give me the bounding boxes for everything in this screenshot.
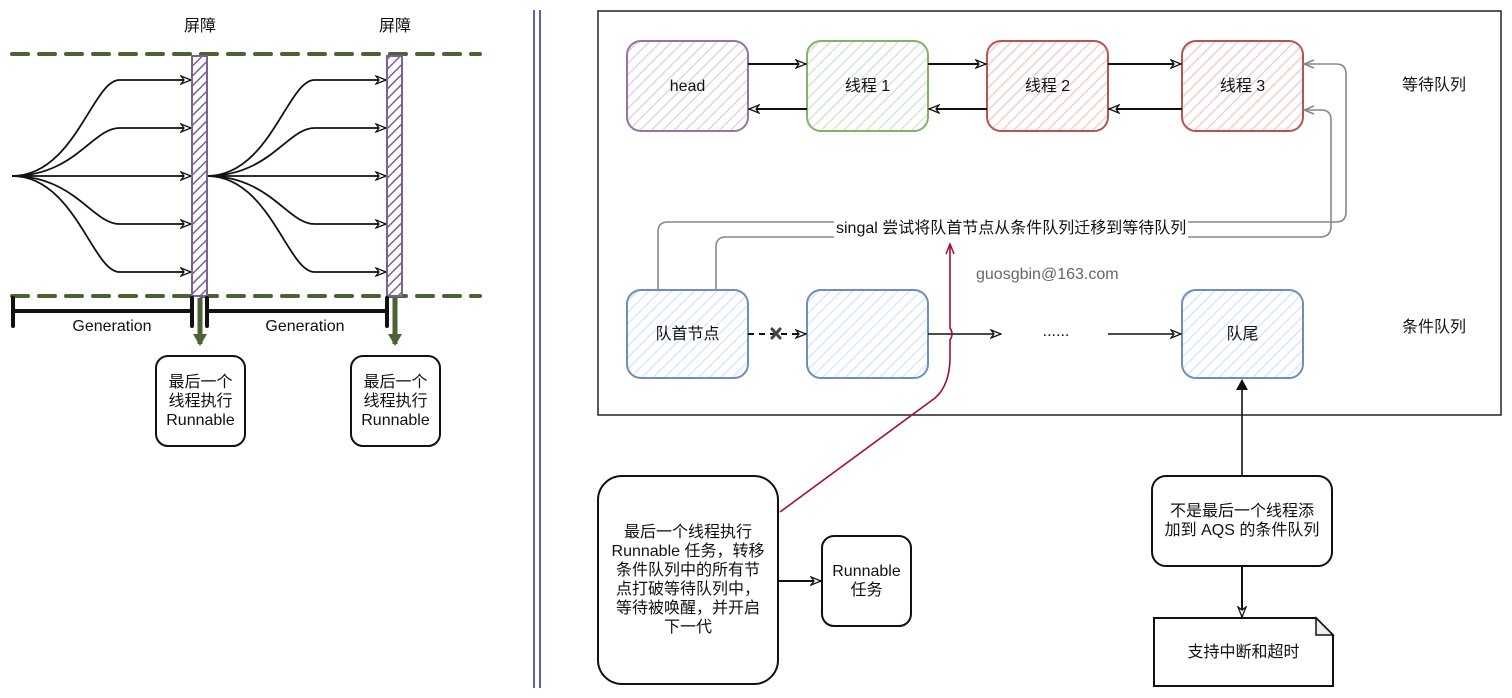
not-last-box: 不是最后一个线程添 加到 AQS 的条件队列 [1164, 503, 1320, 539]
wait-node-2: 线程 2 [1024, 77, 1071, 95]
thread-arrow-2-4 [206, 175, 386, 224]
thread-arrow-2-5 [206, 175, 386, 272]
watermark-email: guosgbin@163.com [976, 266, 1119, 283]
cond-node-tail-shape [1181, 289, 1304, 379]
signal-label: singal 尝试将队首节点从条件队列迁移到等待队列 [834, 219, 1189, 239]
wait-node-3-shape [1181, 40, 1304, 132]
note-fold-icon [1315, 616, 1335, 636]
generation-bracket-1 [11, 296, 194, 328]
generation-bracket-2 [205, 296, 389, 328]
action-box-2-shape [350, 355, 441, 447]
runnable-box-shape [821, 535, 912, 627]
last-thread-box: 最后一个线程执行 Runnable 任务，转移 条件队列中的所有节 点打破等待队… [611, 524, 765, 636]
wait-node-2-shape [986, 40, 1109, 132]
wait-node-head: head [669, 77, 706, 95]
generation-label-2: Generation [265, 318, 345, 335]
wait-node-1-shape [806, 40, 929, 132]
thread-fan-1 [11, 80, 191, 272]
red-link-to-signal [779, 244, 952, 513]
break-x-icon [770, 327, 782, 340]
action-box-1: 最后一个 线程执行 Runnable [166, 373, 235, 429]
thread-fan-2 [206, 80, 386, 272]
cond-node-2 [807, 290, 928, 378]
cond-node-tail: 队尾 [1226, 325, 1259, 343]
thread-arrow-1-2 [11, 128, 191, 177]
barrier-label-2: 屏障 [378, 18, 411, 35]
condition-queue-label: 条件队列 [1401, 319, 1466, 336]
action-box-1-shape [155, 355, 246, 447]
runnable-box: Runnable 任务 [832, 563, 901, 599]
wait-node-1: 线程 1 [844, 77, 891, 95]
thread-arrow-1-5 [11, 175, 191, 272]
signal-path-outer [657, 64, 1347, 290]
barrier-label-1: 屏障 [183, 18, 216, 35]
wait-node-3: 线程 3 [1219, 77, 1266, 95]
note-box: 支持中断和超时 [1187, 643, 1300, 661]
barrier-2 [386, 55, 403, 297]
action-box-2: 最后一个 线程执行 Runnable [361, 373, 430, 429]
wait-queue-label: 等待队列 [1401, 77, 1466, 94]
note-box-shape [1153, 617, 1334, 687]
thread-arrow-2-2 [206, 128, 386, 177]
thread-arrow-1-1 [11, 80, 191, 177]
generation-label-1: Generation [72, 318, 152, 335]
cond-node-head: 队首节点 [655, 325, 720, 343]
signal-path-inner-visible [715, 110, 1332, 290]
barrier-1 [191, 55, 208, 297]
queue-container [597, 10, 1502, 416]
thread-arrow-2-1 [206, 80, 386, 177]
cond-ellipsis: ...... [1042, 323, 1070, 340]
thread-arrow-1-4 [11, 175, 191, 224]
wait-node-head-shape [626, 40, 749, 132]
